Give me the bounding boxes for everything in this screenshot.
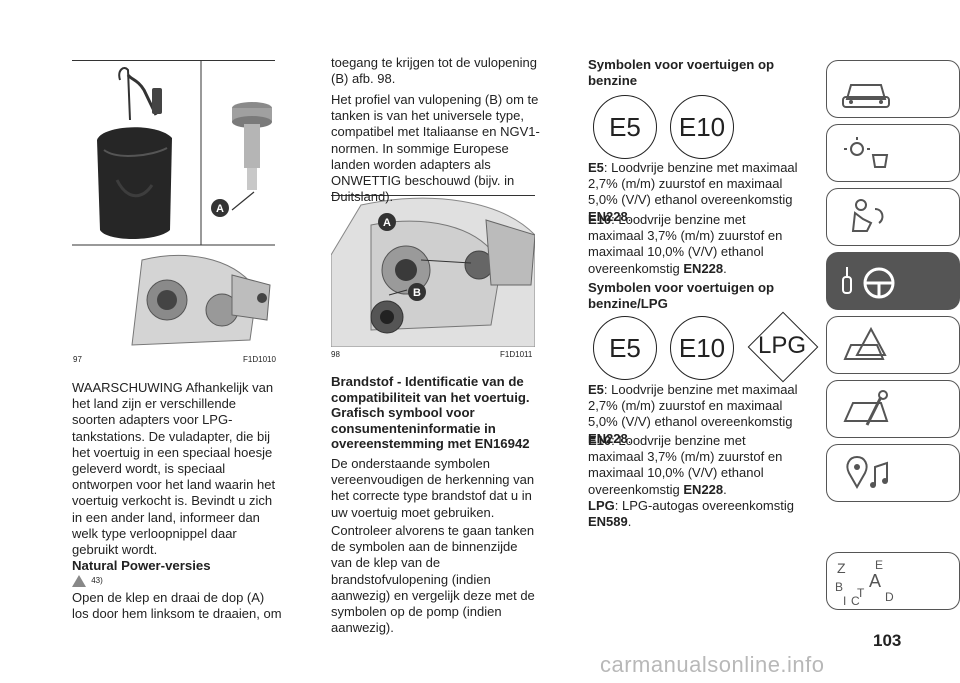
open-cap-paragraph: Open de klep en draai de dop (A) los doo…	[72, 590, 282, 622]
seat-airbag-icon	[851, 199, 884, 232]
tab-alphabetical-index[interactable]: Z E A B C T D I	[826, 552, 960, 610]
lpg-standard: EN589	[588, 514, 628, 530]
warning-paragraph: WAARSCHUWING Afhankelijk van het land zi…	[72, 380, 276, 558]
lpg-text: : LPG-autogas overeenkomstig	[614, 498, 794, 513]
identification-heading: Brandstof - Identificatie van de compati…	[331, 374, 530, 452]
e5-symbol: E5	[593, 95, 657, 159]
car-front-icon	[842, 84, 890, 108]
index-letter-e: E	[875, 558, 883, 572]
figure-98-illustration: A B	[330, 195, 536, 348]
adapter-pouch	[97, 67, 172, 239]
figure-97-code: F1D1010	[243, 355, 276, 364]
alphabet-index-icon: Z E A B C T D I	[835, 558, 894, 608]
access-paragraph: toegang te krijgen tot de vulopening (B)…	[331, 55, 537, 87]
period: .	[627, 208, 632, 224]
period: .	[627, 514, 632, 530]
lpg-symbol-label: LPG	[757, 332, 807, 359]
petrol-symbols-heading: Symbolen voor voertuigen op benzine	[588, 57, 775, 88]
warning-triangle-icon	[72, 575, 86, 587]
index-letter-i: I	[843, 594, 846, 608]
period: .	[627, 430, 632, 446]
location-music-icon	[846, 455, 888, 490]
lpg-description: LPG: LPG-autogas overeenkomstig EN589.	[588, 498, 800, 530]
page-number: 103	[873, 631, 902, 650]
index-letter-t: T	[857, 586, 865, 600]
tab-maintenance[interactable]	[826, 380, 960, 438]
figure-98-code: F1D1011	[500, 350, 533, 359]
tab-safety[interactable]	[826, 188, 960, 246]
e10-description-2: E10: Loodvrije benzine met maximaal 3,7%…	[588, 433, 800, 498]
index-letter-c: C	[851, 594, 860, 608]
adapter-nozzle: A	[211, 102, 272, 217]
profile-paragraph: Het profiel van vulopening (B) om te tan…	[331, 92, 540, 205]
dashboard-lights-icon	[844, 137, 889, 168]
e10-standard: EN228	[683, 481, 724, 497]
figure-97: A	[72, 60, 275, 352]
e10-text: : Loodvrije benzine met maximaal 3,7% (m…	[588, 433, 783, 497]
figure-97-illustration: A	[72, 60, 275, 346]
e5-standard: EN228	[588, 208, 628, 224]
tab-emergency[interactable]	[826, 316, 960, 374]
filler-door-photo	[131, 255, 271, 346]
period: .	[723, 260, 727, 276]
lpg-label: LPG	[588, 498, 615, 513]
e10-description: E10: Loodvrije benzine met maximaal 3,7%…	[588, 212, 800, 277]
e10-label: E10	[588, 212, 612, 227]
label-a-97: A	[216, 203, 224, 215]
symbols-intro-paragraph: De onderstaande symbolen vereenvoudigen …	[331, 456, 535, 520]
e5-text: : Loodvrije benzine met maximaal 2,7% (m…	[588, 382, 798, 430]
e5-label: E5	[588, 382, 604, 397]
e10-symbol-lpg-group: E10	[670, 316, 734, 380]
figure-98-number: 98	[331, 350, 340, 359]
index-letter-b: B	[835, 580, 843, 594]
e5-text: : Loodvrije benzine met maximaal 2,7% (m…	[588, 160, 798, 208]
tab-multimedia[interactable]	[826, 444, 960, 502]
warning-triangle-car-icon	[843, 326, 887, 360]
e5-label: E5	[588, 160, 604, 175]
e5-description-2: E5: Loodvrije benzine met maximaal 2,7% …	[588, 382, 800, 447]
e5-symbol-lpg-group: E5	[593, 316, 657, 380]
watermark: carmanualsonline.info	[600, 652, 825, 677]
index-letter-z: Z	[837, 560, 846, 576]
label-a-98: A	[383, 217, 391, 229]
period: .	[723, 481, 727, 497]
label-b-98: B	[413, 287, 421, 299]
e10-text: : Loodvrije benzine met maximaal 3,7% (m…	[588, 212, 783, 276]
tab-starting-driving[interactable]	[826, 252, 960, 310]
tab-dashboard[interactable]	[826, 124, 960, 182]
lpg-symbols-heading: Symbolen voor voertuigen op benzine/LPG	[588, 280, 775, 311]
service-wrench-icon	[843, 390, 889, 426]
index-letter-a: A	[869, 571, 881, 591]
e5-description: E5: Loodvrije benzine met maximaal 2,7% …	[588, 160, 800, 225]
e5-standard: EN228	[588, 430, 628, 446]
index-letter-d: D	[885, 590, 894, 604]
figure-97-number: 97	[73, 355, 82, 364]
figure-98: A B	[330, 195, 536, 348]
tab-getting-to-know-car[interactable]	[826, 60, 960, 118]
key-steering-wheel-icon	[842, 267, 895, 299]
check-symbols-paragraph: Controleer alvorens te gaan tanken de sy…	[331, 523, 535, 636]
e10-label: E10	[588, 433, 612, 448]
warning-reference: 43)	[72, 575, 103, 587]
natural-power-heading: Natural Power-versies	[72, 558, 211, 573]
reference-number: 43)	[91, 576, 103, 586]
e10-symbol: E10	[670, 95, 734, 159]
e10-standard: EN228	[683, 260, 724, 276]
